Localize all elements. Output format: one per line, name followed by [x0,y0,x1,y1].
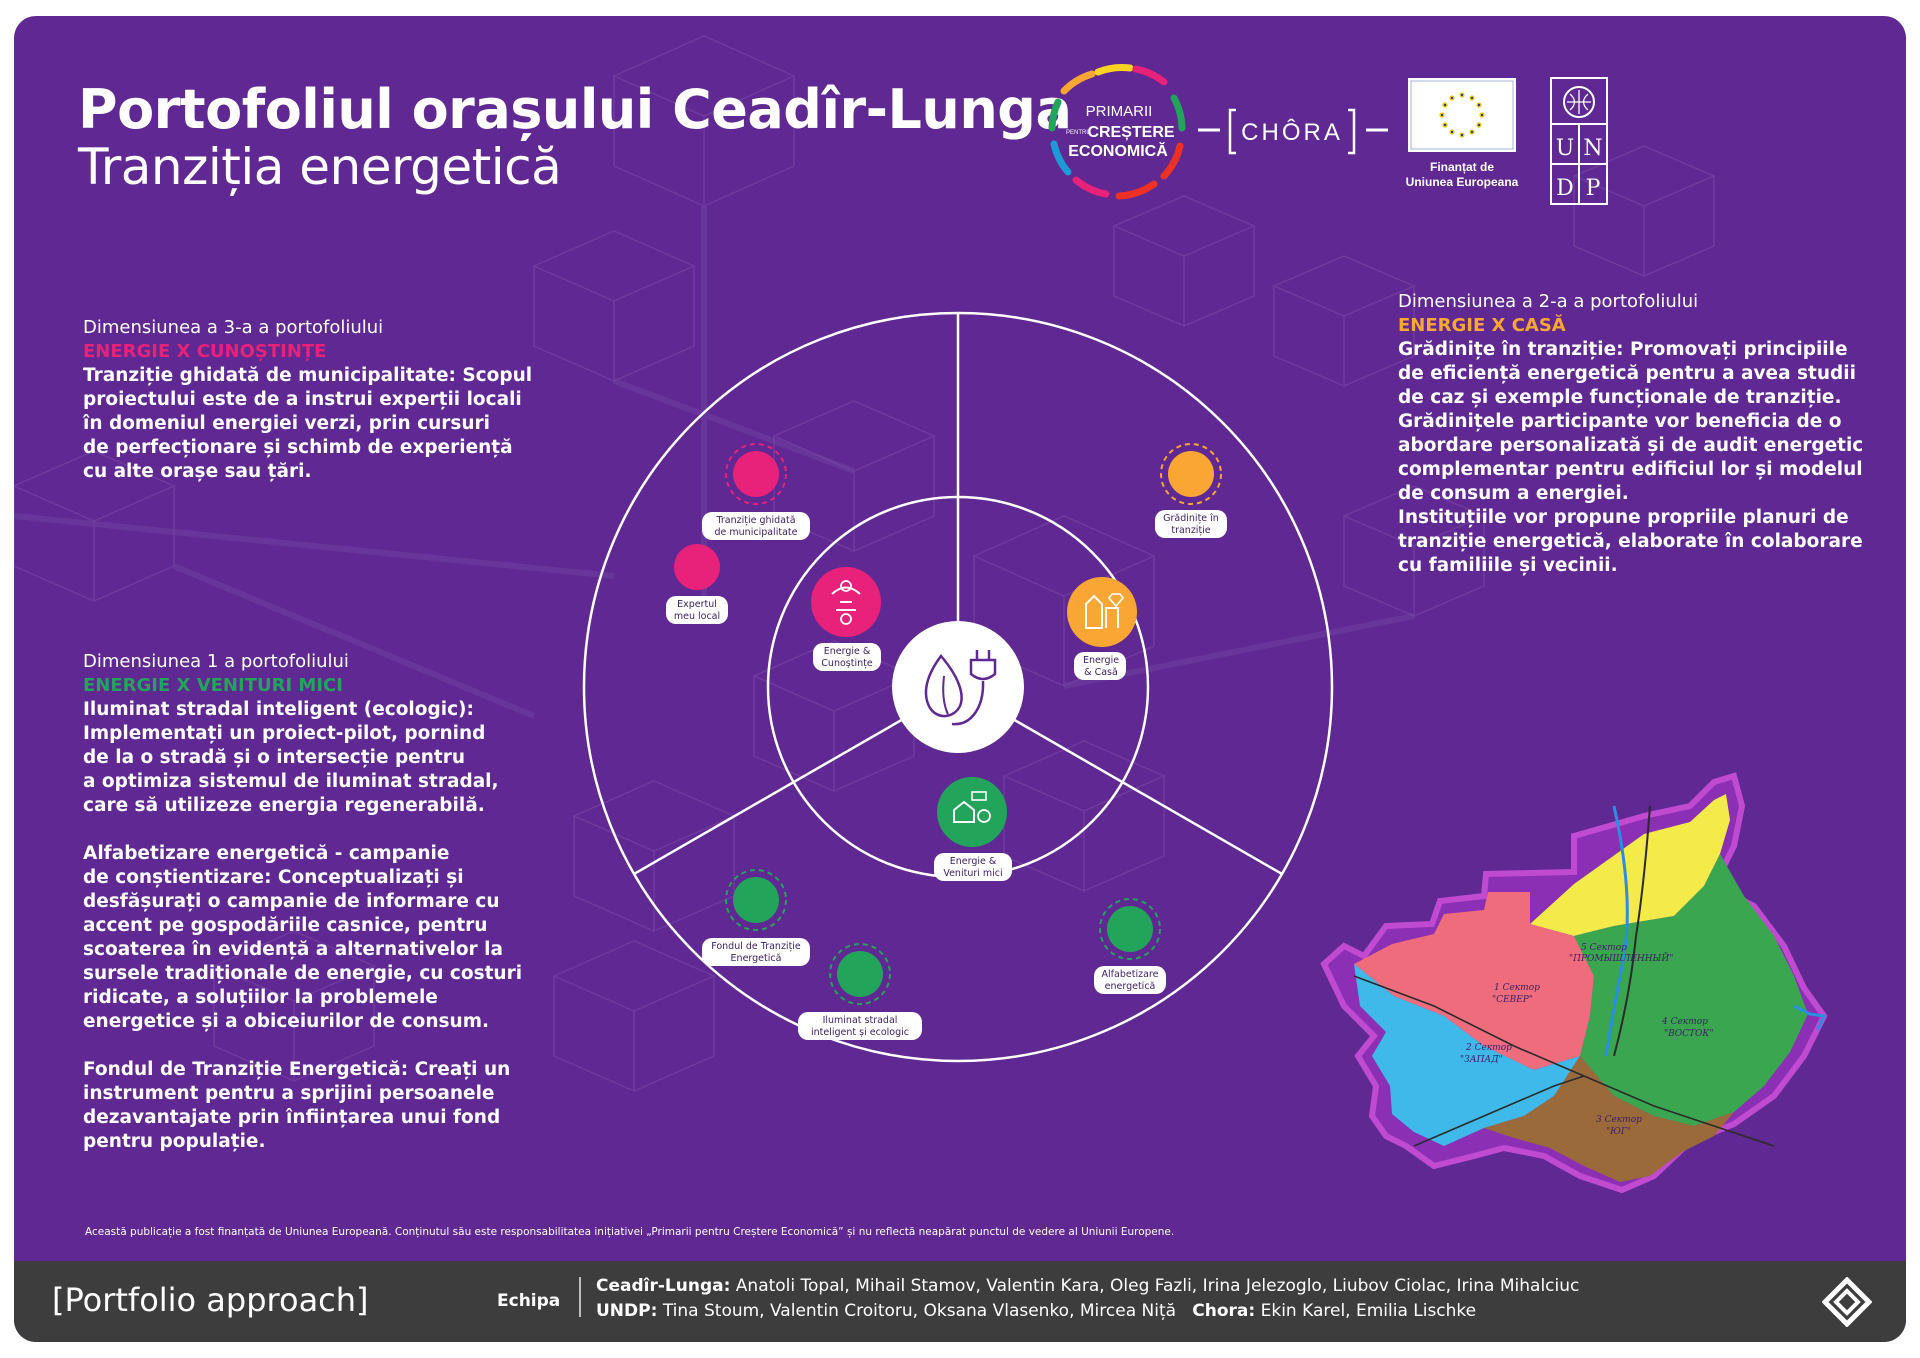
team-undp-names: Tina Stoum, Valentin Croitoru, Oksana Vl… [662,1301,1177,1321]
team-ceadir-label: Ceadîr-Lunga: [596,1276,731,1296]
project-alfabetizare-label-1: Alfabetizare [1102,969,1159,980]
footer: [Portfolio approach] Echipa Ceadîr-Lunga… [14,1261,1906,1342]
map-sector-3-label-2: "ЮГ" [1606,1127,1631,1137]
dimension-2-label: Dimensiunea a 2-a a portofoliului [1398,291,1699,312]
project-alfabetizare-label-2: energetică [1105,981,1156,992]
project-fondul-label-2: Energetică [731,953,782,964]
project-iluminat-label-2: inteligent și ecologic [811,1027,909,1038]
undp-letter-u: U [1556,136,1575,161]
project-fondul: Fondul de Tranziție Energetică [702,869,810,966]
undp-letter-p: P [1586,176,1601,201]
hub-cunostinte: Energie & Cunoștințe [811,567,881,671]
project-alfabetizare: Alfabetizare energetică [1094,898,1166,994]
dimension-1-block: Dimensiunea 1 a portofoliului ENERGIE X … [83,650,553,1154]
undp-letter-d: D [1556,176,1574,201]
undp-letter-n: N [1583,136,1602,161]
wheel-divider-right [1010,716,1283,876]
project-tranzitie-ghidata: Tranziție ghidată de municipalitate [702,443,810,540]
map-sector-1 [1354,892,1594,1070]
dimension-3-body: Tranziție ghidată de municipalitate: Sco… [83,365,533,482]
map-sector-1-label-1: 1 Сектор [1494,983,1540,993]
map-sector-5 [1530,794,1730,936]
hub-cunostinte-label-1: Energie & [824,646,871,657]
hub-cunostinte-label-2: Cunoștințe [821,658,873,669]
project-iluminat: Iluminat stradal inteligent și ecologic [798,943,922,1040]
project-iluminat-label-1: Iluminat stradal [823,1015,898,1026]
footer-brand: [Portfolio approach] [52,1281,369,1319]
project-expertul-label-1: Expertul [677,599,717,610]
dimension-2-tag: ENERGIE X CASĂ [1398,315,1566,336]
primarii-word-2: PENTRU [1066,130,1091,136]
team-undp-label: UNDP: [596,1301,658,1321]
wheel-divider-left [633,716,906,876]
map-sector-5-label-1: 5 Сектор [1581,943,1627,953]
project-tranzitie-ghidata-label-1: Tranziție ghidată [715,515,795,526]
project-gradinite-label-1: Grădinițe în [1163,513,1219,524]
primarii-word-3: CREȘTERE [1087,124,1174,141]
project-fondul-label-1: Fondul de Tranziție [711,941,801,952]
hub-venituri: Energie & Venituri mici [934,777,1012,881]
hub-venituri-label-1: Energie & [950,856,997,867]
dimension-1-paragraph-2: Alfabetizare energetică - campanie de co… [83,843,523,1032]
hub-venituri-label-2: Venituri mici [943,868,1002,879]
page-title: Portofoliul orașului Ceadîr-Lunga [78,78,1072,141]
map-sector-4-label-1: 4 Сектор [1661,1017,1708,1027]
team-chora-label: Chora: [1192,1301,1256,1321]
dimension-3-label: Dimensiunea a 3-a a portofoliului [83,317,384,338]
dimension-1-paragraph-1: Iluminat stradal inteligent (ecologic): … [83,699,499,816]
page-subtitle: Tranziția energetică [78,138,562,196]
dimension-2-block: Dimensiunea a 2-a a portofoliului ENERGI… [1398,290,1888,578]
map-sector-5-label-2: "ПРОМЫШЛЕННЫЙ" [1569,952,1673,964]
team-ceadir-line: Ceadîr-Lunga: Anatoli Topal, Mihail Stam… [596,1276,1579,1296]
team-label: Echipa [497,1291,561,1311]
dimension-3-tag: ENERGIE X CUNOȘTINȚE [83,341,327,362]
city-sector-map: 5 Сектор "ПРОМЫШЛЕННЫЙ" 1 Сектор "СЕВЕР"… [1320,772,1828,1194]
hub-casa-label-1: Energie [1083,655,1119,666]
project-gradinite-label-2: tranziție [1171,525,1210,536]
chora-logo: CHÔRA [1198,108,1388,155]
primarii-logo: PRIMARII PENTRU CREȘTERE ECONOMICĂ [1048,64,1186,200]
map-sector-3-label-1: 3 Сектор [1596,1115,1642,1125]
footer-separator [579,1277,581,1317]
map-sector-3 [1484,1056,1734,1182]
map-sector-2-label-2: "ЗАПАД" [1460,1055,1503,1065]
dimension-1-tag: ENERGIE X VENITURI MICI [83,675,343,696]
portfolio-wheel: Energie & Cunoștințe Energie & Casă Ener… [582,311,1334,1063]
project-tranzitie-ghidata-label-2: de municipalitate [715,527,798,538]
funding-disclaimer: Această publicație a fost finanțată de U… [85,1226,1175,1238]
map-sector-4-label-2: "ВОСТОК" [1664,1029,1714,1039]
dimension-2-body: Grădinițe în tranziție: Promovați princi… [1398,339,1864,576]
chora-wordmark: CHÔRA [1241,118,1343,146]
team-undp-line: UNDP: Tina Stoum, Valentin Croitoru, Oks… [596,1301,1476,1321]
map-sector-2 [1354,964,1580,1146]
background-cubes-pattern [14,35,1716,1093]
team-ceadir-names: Anatoli Topal, Mihail Stamov, Valentin K… [735,1276,1580,1296]
hub-casa: Energie & Casă [1067,577,1137,680]
center-energy-icon [892,621,1024,753]
hub-casa-label-2: & Casă [1084,667,1118,678]
partner-logos: PRIMARII PENTRU CREȘTERE ECONOMICĂ CHÔRA [1048,64,1608,205]
map-sector-2-label-1: 2 Сектор [1465,1043,1512,1053]
team-chora-names: Ekin Karel, Emilia Lischke [1260,1301,1477,1321]
eu-caption-line-2: Uniunea Europeana [1406,175,1519,189]
primarii-word-1: PRIMARII [1086,103,1153,120]
project-expertul: Expertul meu local [666,544,728,624]
eu-flag-logo: Finanțat de Uniunea Europeana [1406,78,1519,189]
undp-logo: U N D P [1550,77,1608,205]
map-sector-1-label-2: "СЕВЕР" [1492,995,1533,1005]
eu-caption-line-1: Finanțat de [1430,160,1494,174]
dimension-1-label: Dimensiunea 1 a portofoliului [83,651,349,672]
dimension-3-block: Dimensiunea a 3-a a portofoliului ENERGI… [83,316,553,484]
portfolio-diamond-icon [1822,1277,1872,1327]
primarii-word-4: ECONOMICĂ [1068,141,1168,160]
project-gradinite: Grădinițe în tranziție [1155,443,1227,538]
map-sector-4 [1574,854,1808,1126]
project-expertul-label-2: meu local [674,611,720,622]
dimension-1-paragraph-3: Fondul de Tranziție Energetică: Creați u… [83,1059,511,1152]
poster: Portofoliul orașului Ceadîr-Lunga Tranzi… [14,16,1906,1342]
